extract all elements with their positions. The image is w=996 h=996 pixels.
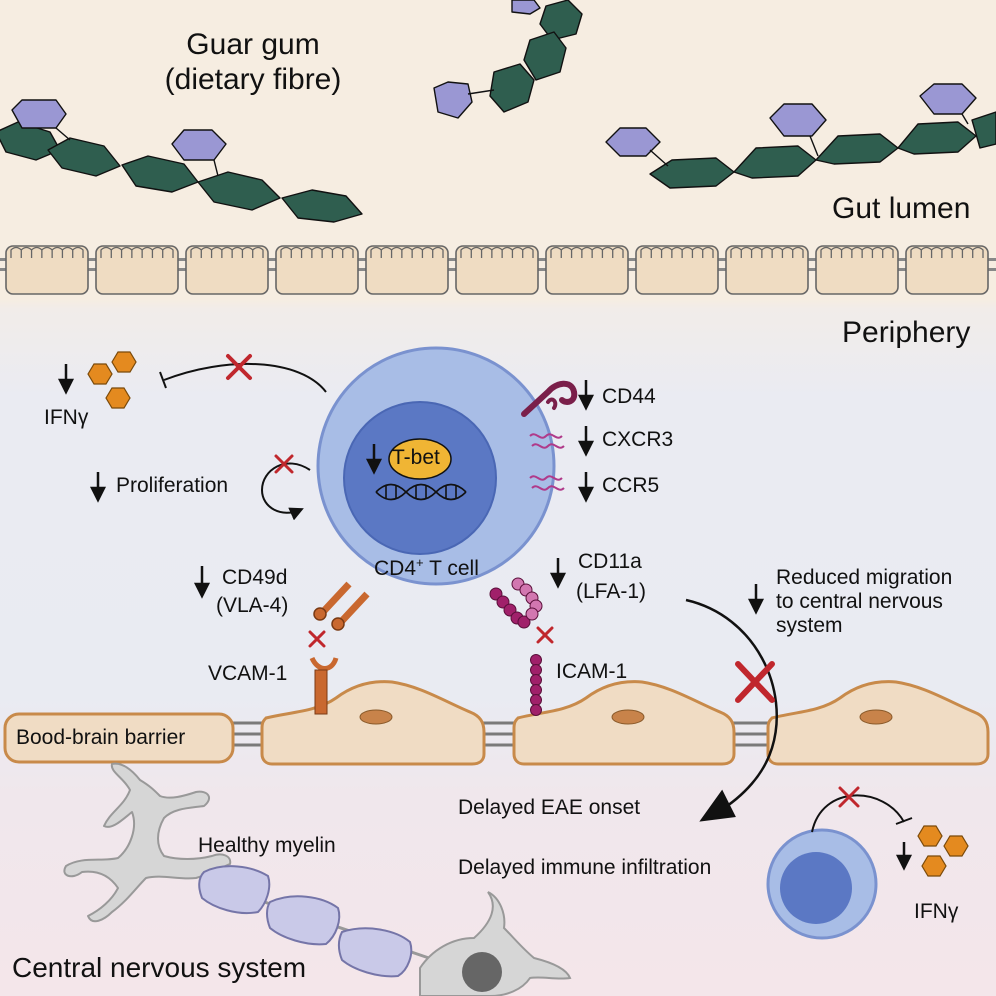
t-cell-cns	[766, 828, 878, 940]
label-tbet: T-bet	[392, 446, 440, 469]
down-arrow-tbet	[365, 444, 383, 475]
guar-gum-polymer-right	[605, 83, 996, 189]
label-proliferation: Proliferation	[116, 474, 229, 497]
down-arrow-ccr5	[577, 472, 595, 503]
title-guar-gum: Guar gum	[186, 28, 320, 61]
guar-gum-polymer-top	[433, 0, 583, 119]
down-arrow-ifng-cns	[895, 842, 913, 871]
cd4-t-cell	[316, 346, 556, 586]
label-cd11a: CD11a	[578, 550, 642, 573]
x-ifng-cns	[838, 786, 860, 808]
ifng-cytokines-bottom	[917, 825, 969, 877]
vcam1-ligand	[309, 656, 339, 715]
epithelial-cell	[455, 245, 539, 295]
epithelial-cell	[275, 245, 359, 295]
x-proliferation	[274, 454, 294, 474]
label-healthy-myelin: Healthy myelin	[198, 834, 336, 857]
epithelial-cell	[5, 245, 89, 295]
label-reduced-migration: Reduced migration to central nervous sys…	[776, 566, 952, 638]
label-ifng: IFNγ	[44, 406, 89, 429]
x-migration	[735, 661, 775, 703]
microvilli	[190, 246, 264, 258]
down-arrow-cd44	[577, 380, 595, 411]
neuron	[419, 891, 572, 996]
epithelium-cells	[5, 245, 989, 295]
inhibition-arc-ifng-cns	[811, 794, 913, 833]
down-arrow-migration	[747, 584, 765, 615]
label-delayed-immune: Delayed immune infiltration	[458, 856, 712, 879]
down-arrow-ifng	[57, 364, 75, 395]
label-cd44: CD44	[602, 385, 656, 408]
epithelial-cell	[365, 245, 449, 295]
inhibition-arc-ifng	[159, 362, 327, 393]
epithelial-cell	[905, 245, 989, 295]
microvilli	[640, 246, 714, 258]
vla4-integrin	[313, 581, 370, 631]
epithelial-cell	[545, 245, 629, 295]
x-vla4	[308, 630, 326, 648]
x-ifng-inhibition	[226, 354, 252, 380]
epithelial-cell	[185, 245, 269, 295]
reduced-line-1: Reduced migration	[776, 566, 953, 589]
cd4-suffix: T cell	[423, 557, 479, 580]
ifng-cytokines-top	[87, 351, 137, 409]
reduced-line-2: to central nervous	[776, 590, 943, 614]
cd44-receptor	[521, 380, 578, 417]
down-arrow-cxcr3	[577, 426, 595, 457]
title-block: Guar gum (dietary fibre)	[128, 28, 378, 97]
epithelial-cell	[815, 245, 899, 295]
label-cxcr3: CXCR3	[602, 428, 674, 451]
down-arrow-cd11a	[549, 558, 567, 589]
microvilli	[910, 246, 984, 258]
epithelial-cell	[635, 245, 719, 295]
microvilli	[820, 246, 894, 258]
down-arrow-proliferation	[89, 472, 107, 503]
microvilli	[550, 246, 624, 258]
label-lfa1: (LFA-1)	[576, 580, 647, 603]
microvilli	[730, 246, 804, 258]
epithelial-cell	[95, 245, 179, 295]
label-periphery: Periphery	[842, 316, 971, 349]
red-x-marks	[226, 354, 860, 808]
microvilli	[460, 246, 534, 258]
cxcr3-receptor	[529, 433, 565, 449]
down-arrow-cd49d	[193, 566, 211, 599]
epithelial-cell	[725, 245, 809, 295]
label-vla4: (VLA-4)	[216, 594, 289, 617]
label-ccr5: CCR5	[602, 474, 660, 497]
astrocyte	[63, 762, 232, 923]
label-vcam1: VCAM-1	[208, 662, 288, 685]
label-bbb: Bood-brain barrier	[16, 726, 186, 749]
endothelial-nuclei	[359, 709, 893, 725]
label-cd49d: CD49d	[222, 566, 288, 589]
x-lfa1	[536, 626, 554, 644]
lfa1-integrin	[489, 577, 543, 629]
microvilli	[100, 246, 174, 258]
title-dietary-fibre: (dietary fibre)	[164, 62, 342, 96]
myelinated-axon	[198, 865, 471, 978]
cd4-sup: +	[416, 555, 424, 570]
microvilli	[370, 246, 444, 258]
down-arrows	[57, 364, 913, 871]
microvilli	[10, 246, 84, 258]
label-cd4-t-cell: CD4+ T cell	[374, 555, 479, 581]
ccr5-receptor	[529, 475, 565, 491]
label-cns: Central nervous system	[12, 952, 307, 983]
cd4-prefix: CD4	[374, 557, 417, 580]
reduced-line-3: system	[776, 614, 843, 638]
icam1-ligand	[530, 654, 542, 716]
guar-gum-polymer-left	[0, 99, 363, 223]
label-ifng-cns: IFNγ	[914, 900, 959, 923]
label-icam1: ICAM-1	[556, 660, 628, 683]
dna-helix	[375, 483, 467, 501]
label-delayed-eae: Delayed EAE onset	[458, 796, 641, 819]
microvilli	[280, 246, 354, 258]
label-gut-lumen: Gut lumen	[832, 192, 971, 225]
migration-arrow	[685, 598, 778, 822]
proliferation-loop-arrow	[260, 462, 311, 521]
